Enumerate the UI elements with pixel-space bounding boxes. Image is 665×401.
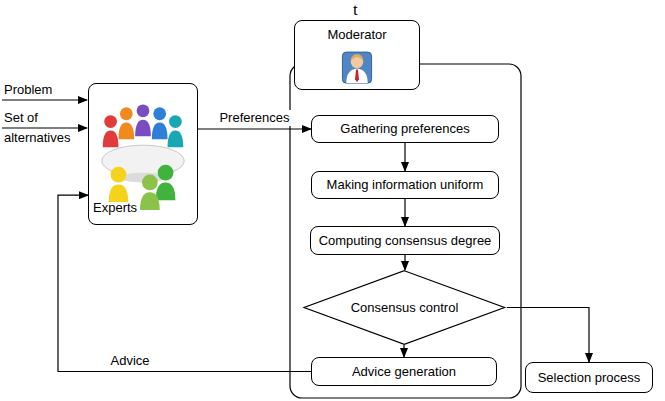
shape <box>342 52 371 83</box>
node-label: Advice generation <box>352 364 456 380</box>
free-label: Problem <box>4 82 52 98</box>
shape <box>137 104 150 117</box>
shape <box>103 130 119 147</box>
flow-arrow <box>404 199 405 226</box>
flow-arrow <box>198 128 311 129</box>
shape <box>168 130 184 147</box>
shape <box>346 69 367 84</box>
input-arrow <box>2 127 87 128</box>
process-box: Advice generation <box>311 357 497 386</box>
moderator-frame <box>290 64 521 398</box>
node-label: Making information uniform <box>327 177 484 193</box>
flow-arrow <box>404 255 405 270</box>
shape <box>169 115 182 128</box>
node-label: Gathering preferences <box>340 121 469 137</box>
shape <box>118 123 134 140</box>
shape <box>152 123 168 140</box>
flow-arrow <box>404 143 405 171</box>
edge-label: Preferences <box>217 110 291 126</box>
shape <box>158 165 174 181</box>
shape <box>351 54 364 61</box>
moderator-box: Moderator <box>294 20 420 90</box>
process-box: Gathering preferences <box>311 115 499 143</box>
experts-box: Experts <box>88 83 198 225</box>
node-label: Experts <box>93 200 137 216</box>
flow-arrow <box>507 308 589 363</box>
node-label: Moderator <box>295 27 419 43</box>
shape <box>156 182 176 200</box>
flow-arrow <box>403 345 404 357</box>
input-arrow <box>2 99 87 100</box>
shape <box>111 167 127 183</box>
shape <box>142 175 158 191</box>
node-label: Selection process <box>538 370 641 386</box>
process-box: Making information uniform <box>311 171 499 199</box>
shape <box>109 184 129 202</box>
process-box: Computing consensus degree <box>310 226 501 255</box>
node-label: Computing consensus degree <box>319 233 492 249</box>
shape <box>355 70 359 83</box>
shape <box>153 107 166 120</box>
shape <box>135 120 151 137</box>
decision-diamond: Consensus control <box>302 270 507 345</box>
shape <box>120 107 133 120</box>
shape <box>104 115 117 128</box>
free-label: Set of alternatives <box>4 108 82 148</box>
decision-label: Consensus control <box>351 300 459 316</box>
free-label: t <box>353 0 358 20</box>
shape <box>140 192 160 210</box>
shape <box>304 271 504 345</box>
edge-label: Advice <box>108 353 151 369</box>
process-box: Selection process <box>525 362 653 393</box>
